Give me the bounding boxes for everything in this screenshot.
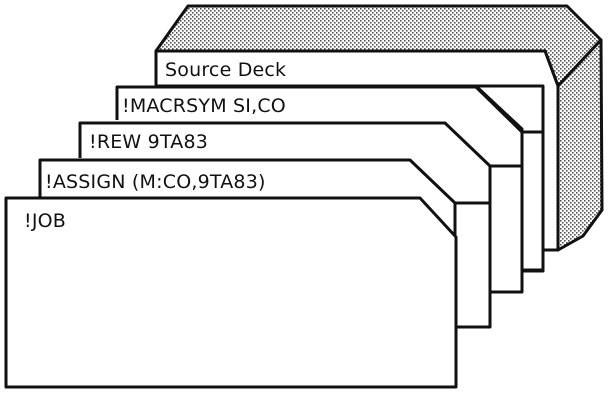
job-card-label: !JOB: [24, 210, 66, 232]
job-card-outline: [6, 198, 456, 387]
job-card: !JOB: [6, 198, 456, 387]
source-deck-label: Source Deck: [165, 59, 286, 81]
rew-card-label: !REW 9TA83: [89, 131, 208, 153]
assign-card-label: !ASSIGN (M:CO,9TA83): [45, 171, 266, 193]
macrsym-card-label: !MACRSYM SI,CO: [122, 95, 286, 117]
